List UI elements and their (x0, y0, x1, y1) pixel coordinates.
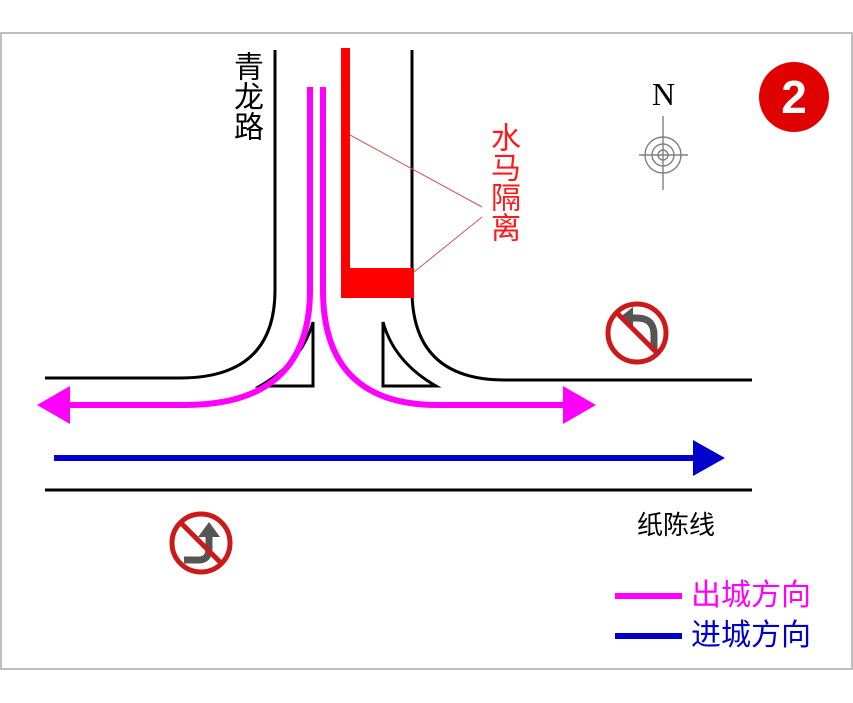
outbound-path-west (60, 87, 313, 408)
number-badge-text: 2 (781, 71, 807, 123)
water-barrier-block (341, 268, 414, 298)
barrier-leader-line-lower (413, 216, 483, 273)
legend-label-inbound: 进城方向 (691, 618, 811, 653)
barrier-leader-line-upper (349, 134, 483, 208)
compass-rose-icon (639, 116, 688, 190)
road-edge-west-upper (45, 50, 277, 380)
road-name-zhichen: 纸陈线 (637, 511, 716, 541)
traffic-island-right (381, 321, 442, 388)
inbound-arrowhead (693, 440, 725, 476)
no-left-turn-sign-icon (605, 301, 669, 365)
road-edge-east-upper (410, 50, 752, 382)
outbound-path-east (320, 87, 572, 408)
number-badge (759, 62, 829, 132)
barrier-label: 水马隔离 (485, 122, 520, 242)
legend-label-outbound: 出城方向 (691, 578, 811, 613)
water-barrier-line (341, 48, 350, 298)
outbound-arrowhead-east (563, 386, 596, 424)
road-name-qinglong: 青龙路 (228, 51, 263, 141)
slide-border (0, 32, 853, 670)
outbound-arrowhead-west (37, 386, 70, 424)
no-right-turn-sign-icon (169, 511, 233, 575)
compass-north-label: N (652, 76, 676, 112)
